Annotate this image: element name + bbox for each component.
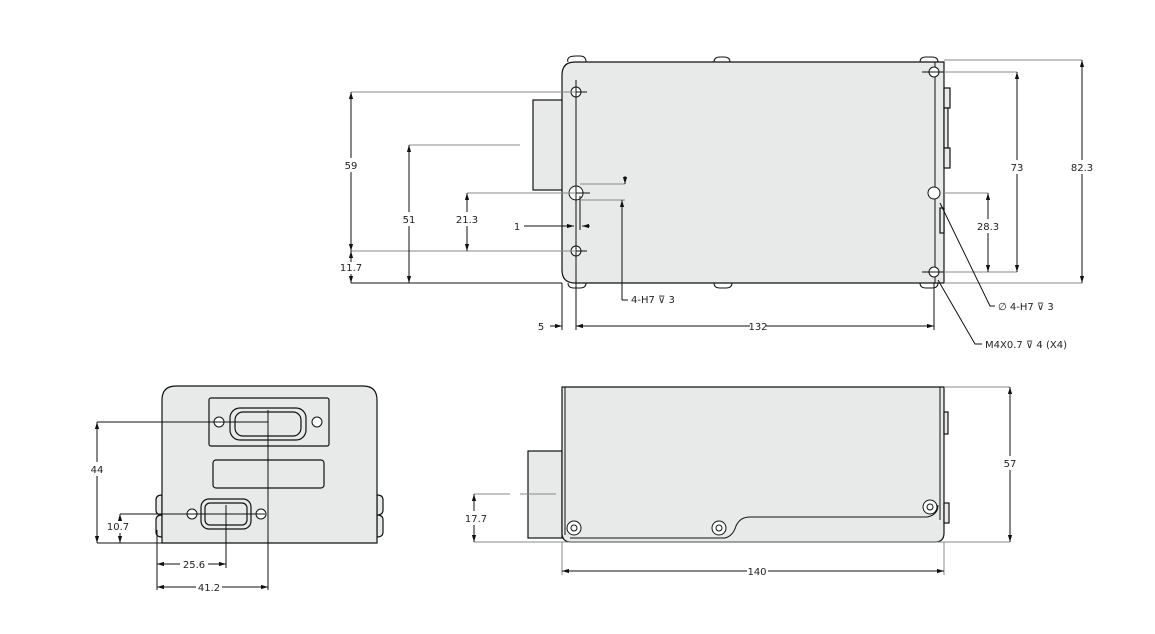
dim-51: 51	[403, 215, 416, 226]
dim-1: 1	[514, 222, 520, 233]
front-view: 44 10.7 25.6 41.2	[91, 385, 384, 594]
dim-59: 59	[345, 161, 358, 172]
dim-73: 73	[1011, 163, 1024, 174]
callout-pin-holes: 4-H7 ⊽ 3	[631, 295, 675, 306]
dim-25-6: 25.6	[183, 560, 205, 571]
dim-28-3: 28.3	[977, 222, 999, 233]
top-connector-block	[532, 99, 564, 191]
dim-21-3: 21.3	[456, 215, 478, 226]
dim-44: 44	[91, 465, 104, 476]
dim-41-2: 41.2	[198, 583, 220, 594]
dim-5: 5	[538, 322, 544, 333]
dim-57: 57	[1004, 459, 1017, 470]
side-body	[561, 386, 945, 543]
top-body	[561, 61, 945, 284]
dim-11-7: 11.7	[340, 263, 362, 274]
dim-17-7: 17.7	[465, 514, 487, 525]
dim-82-3: 82.3	[1071, 163, 1093, 174]
top-view: 59 51 21.3 11.7 1 73 82.3 28.3 5 132 4-H…	[340, 55, 1093, 351]
side-view: 57 17.7 140	[465, 386, 1017, 578]
callout-thread-holes: M4X0.7 ⊽ 4 (X4)	[985, 340, 1067, 351]
dim-140: 140	[747, 567, 766, 578]
dim-10-7: 10.7	[107, 522, 129, 533]
callout-dia-holes: ∅ 4-H7 ⊽ 3	[998, 302, 1054, 313]
mounting-tabs	[567, 55, 939, 289]
dim-132: 132	[748, 322, 767, 333]
